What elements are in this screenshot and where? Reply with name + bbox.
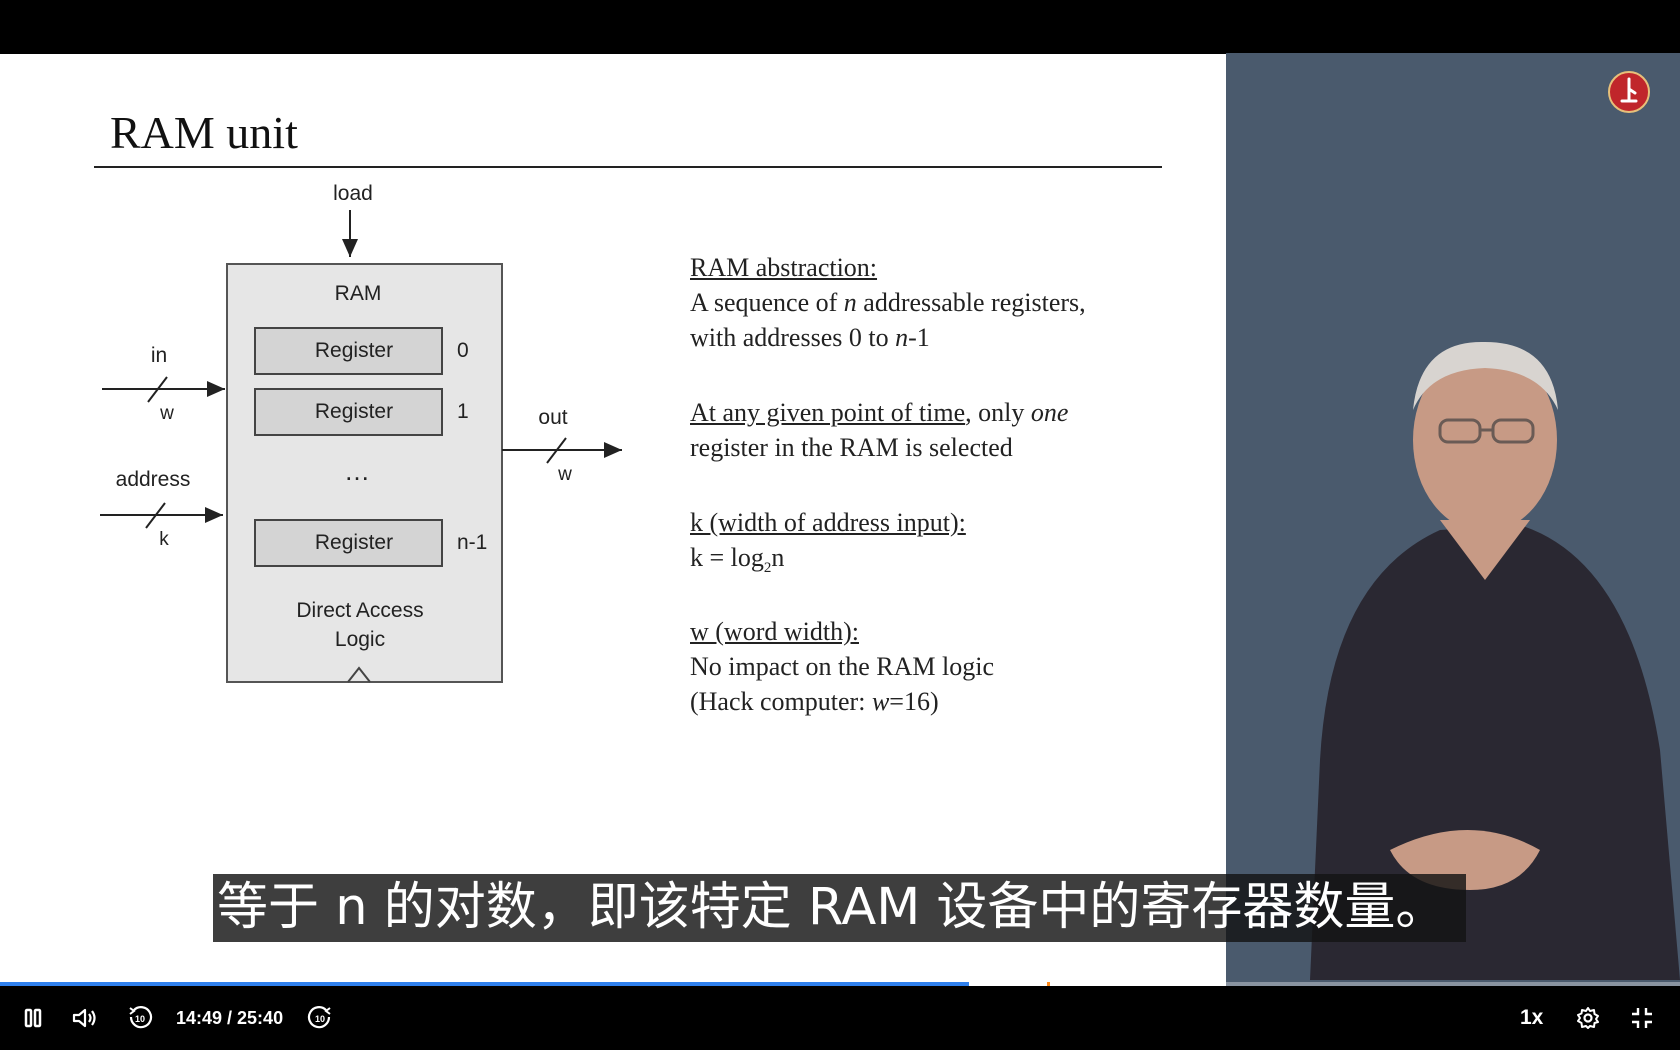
forward-10-icon: 10 [307,1006,331,1029]
title-divider [94,166,1162,168]
in-label: in [151,344,167,367]
load-label: load [333,182,373,205]
register-box-0 [254,327,443,375]
channel-logo-icon [1608,71,1650,113]
logic-label-line1: Direct Access [296,599,423,622]
register-index-0: 0 [457,339,469,362]
rewind-10-icon: 10 [129,1006,153,1029]
pause-icon [24,1008,42,1028]
svg-text:10: 10 [135,1014,145,1024]
abstraction-line-2: with addresses 0 to n-1 [690,323,930,352]
logic-label-line2: Logic [335,628,385,651]
ram-label: RAM [335,282,382,305]
progress-fill [0,982,970,986]
abstraction-heading: RAM abstraction: [690,253,878,282]
subtitle-caption: 等于 n 的对数，即该特定 RAM 设备中的寄存器数量。 [213,874,1466,942]
pause-button[interactable] [18,986,48,1050]
register-index-1: 1 [457,400,469,423]
address-bus-slash [145,502,166,529]
settings-button[interactable] [1572,986,1604,1050]
fullscreen-exit-button[interactable] [1626,986,1658,1050]
presenter-figure [1310,341,1680,980]
out-bus-slash [546,437,567,464]
register-box-1 [254,388,443,436]
svg-text:10: 10 [315,1014,325,1024]
player-controls: 10 14:49 / 25:40 10 1x [0,986,1680,1050]
w-line-2: (Hack computer: w=16) [690,687,939,716]
address-width-label: k [159,529,169,550]
in-width-label: w [159,403,174,424]
ram-diagram: load RAM Register 0 Register 1 … Registe… [100,182,622,683]
abstraction-line-1: A sequence of n addressable registers, [690,288,1086,317]
rewind-10-button[interactable]: 10 [124,986,156,1050]
w-line-1: No impact on the RAM logic [690,652,995,681]
register-label-1: Register [315,400,393,423]
lecture-slide [0,54,1226,998]
out-width-label: w [557,464,572,485]
register-label-0: Register [315,339,393,362]
register-label-2: Register [315,531,393,554]
time-display: 14:49 / 25:40 [176,1007,284,1028]
volume-button[interactable] [68,986,102,1050]
progress-chapter-marker [1047,982,1050,986]
forward-10-button[interactable]: 10 [304,986,336,1050]
register-box-2 [254,519,443,567]
selection-block: At any given point of time, only one reg… [690,395,1068,465]
k-block: k (width of address input): k = log2n [690,505,966,586]
fullscreen-exit-icon [1632,1008,1652,1028]
progress-bar[interactable] [0,982,1680,986]
volume-icon [72,1008,96,1028]
slide-title: RAM unit [110,107,298,158]
w-heading: w (word width): [690,617,859,646]
register-index-2: n-1 [457,531,487,554]
k-heading: k (width of address input): [690,508,966,537]
register-ellipsis: … [344,456,370,486]
selection-line-2: register in the RAM is selected [690,433,1013,462]
k-formula: k = log2n [690,543,785,577]
abstraction-block: RAM abstraction: A sequence of n address… [690,250,1086,355]
gear-icon [1577,1007,1599,1029]
address-label: address [116,468,191,491]
in-bus-slash [147,376,168,403]
playback-speed-button[interactable]: 1x [1520,1006,1544,1029]
selection-line-1: At any given point of time, only one [690,398,1069,427]
clock-triangle [347,666,371,683]
w-block: w (word width): No impact on the RAM log… [690,614,994,719]
out-label: out [538,406,567,429]
